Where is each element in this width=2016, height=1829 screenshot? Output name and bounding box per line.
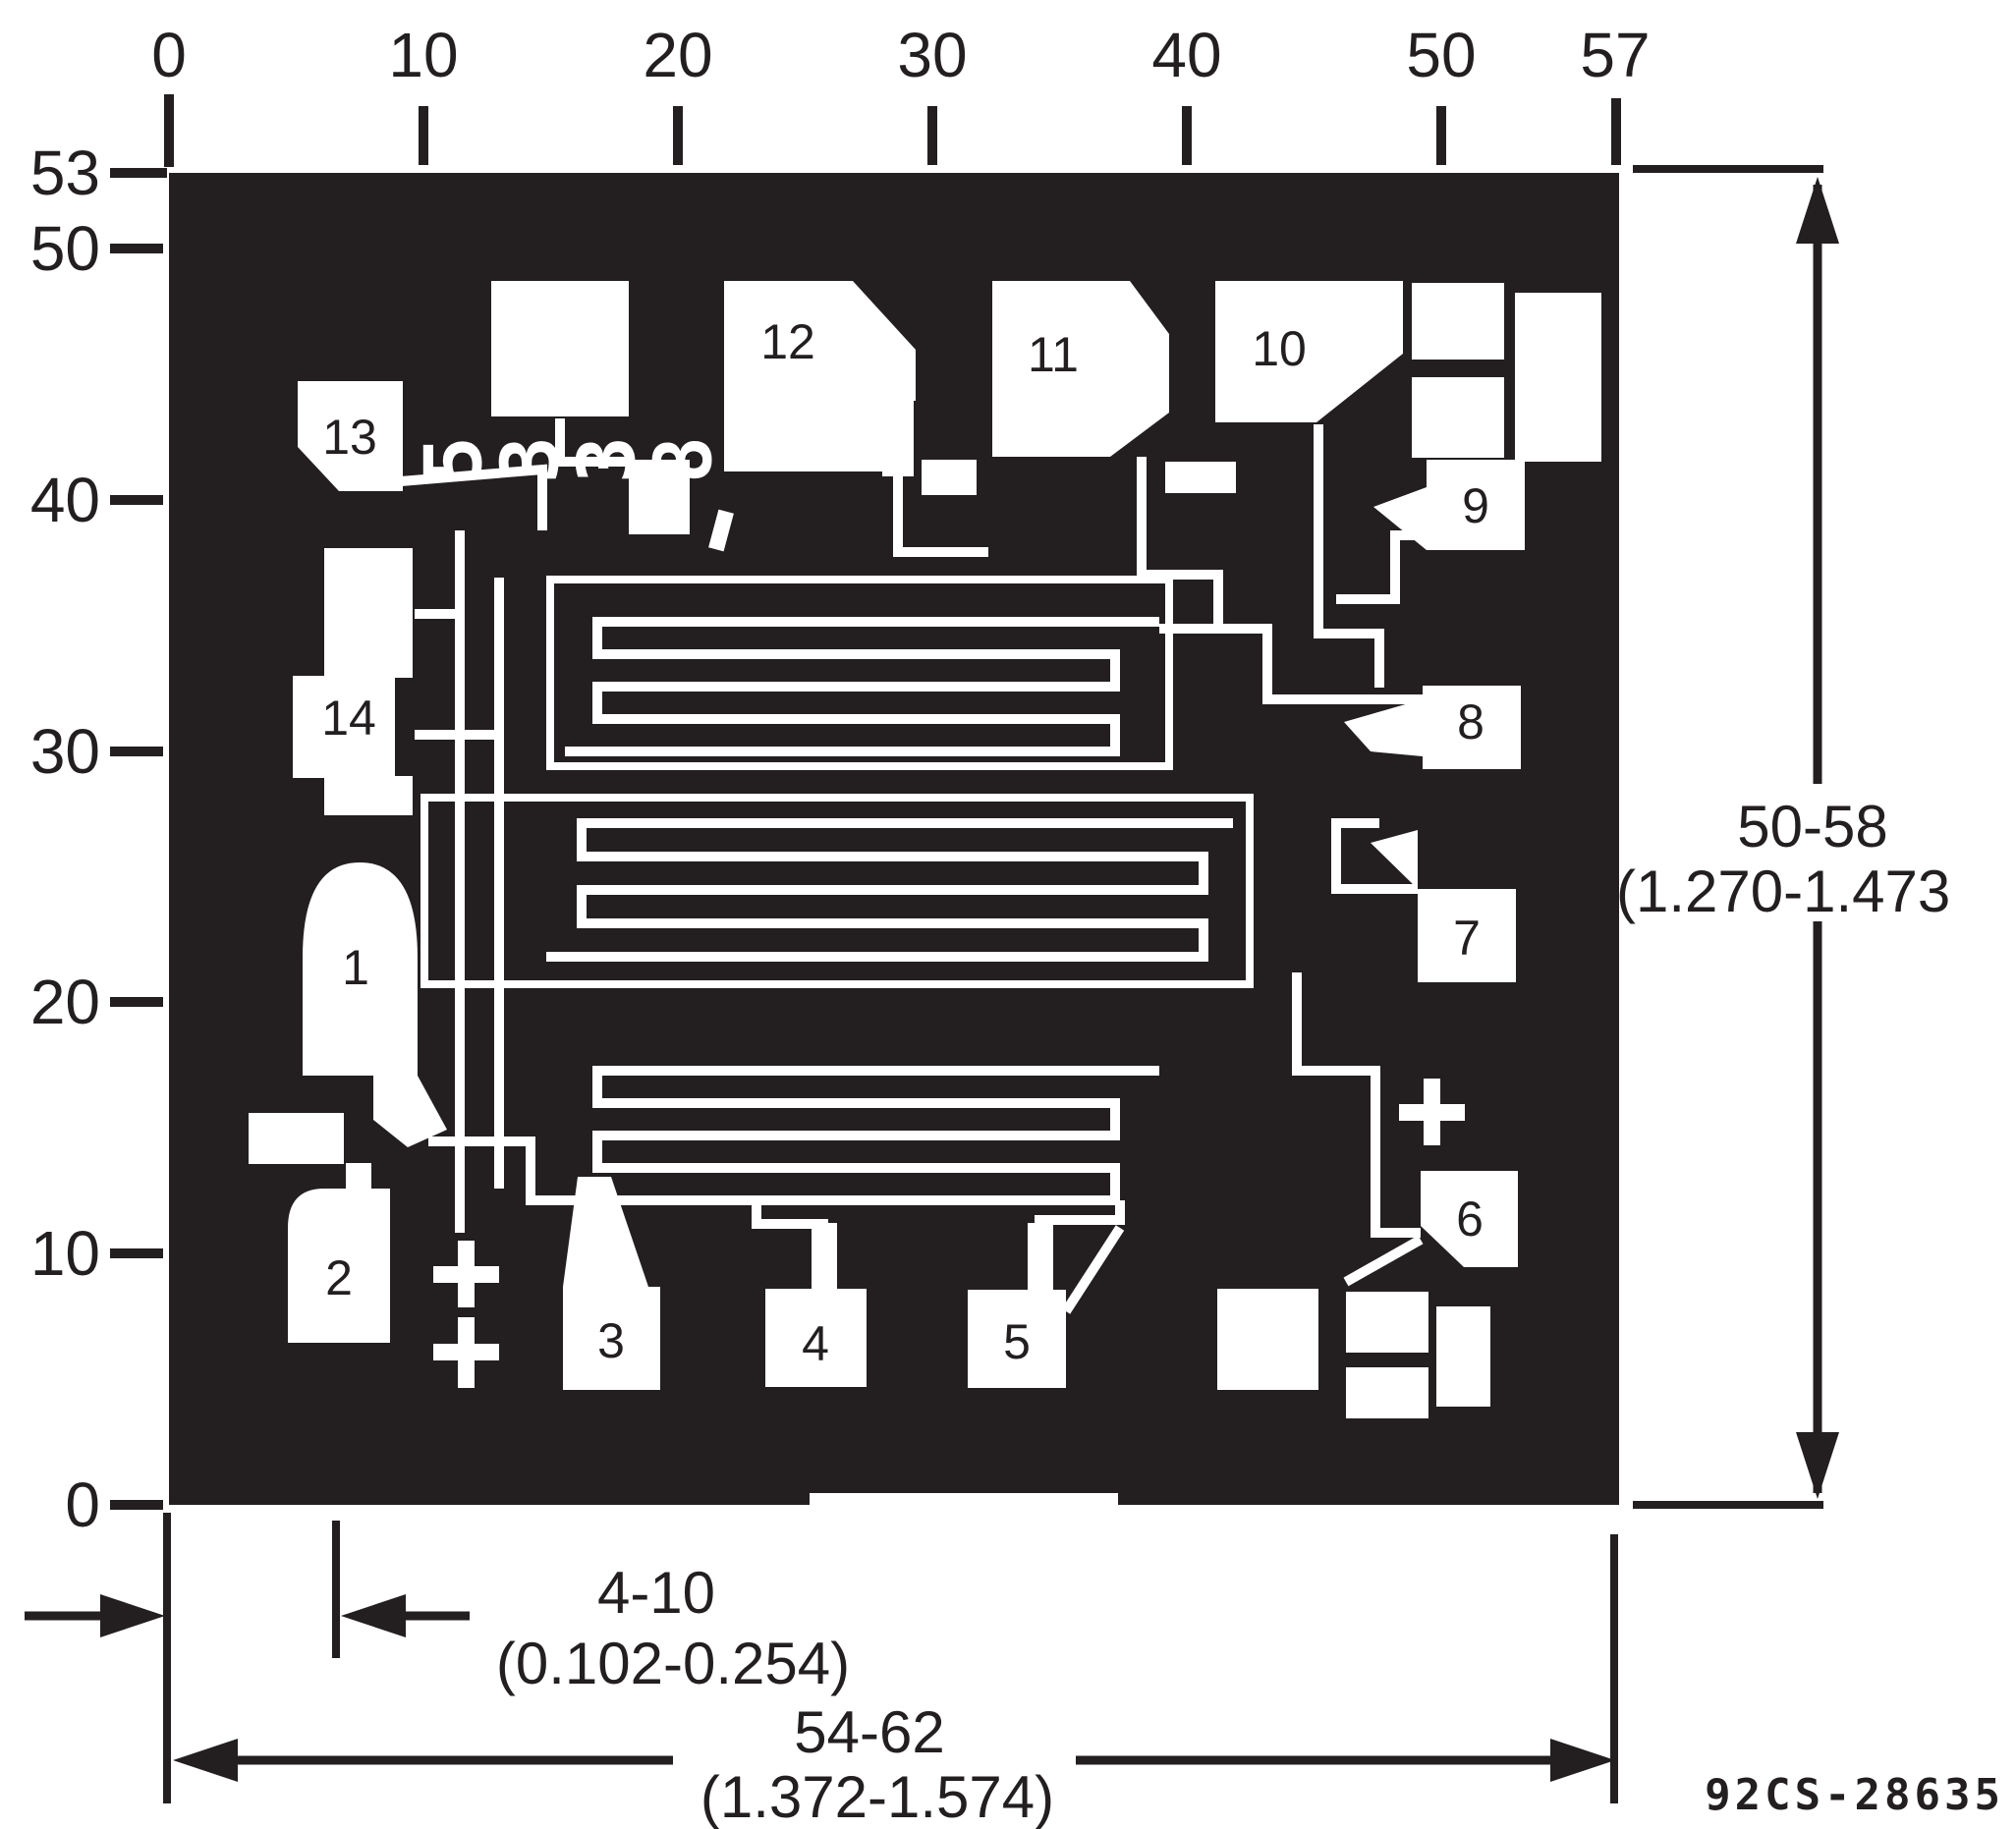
pad-2-number: 2 xyxy=(325,1250,353,1305)
arrow-up-icon xyxy=(1796,177,1839,244)
alignment-cross xyxy=(433,1241,499,1388)
top-ruler-label-50: 50 xyxy=(1406,20,1476,90)
pad-10 xyxy=(1215,281,1403,422)
left-ruler-label-30: 30 xyxy=(30,716,100,787)
top-ruler-label-57: 57 xyxy=(1580,20,1650,90)
die: 5 3 3 8 13 14 1 2 xyxy=(169,173,1619,1505)
left-ruler: 53 50 40 30 20 10 0 xyxy=(30,138,167,1540)
pad-7-flag xyxy=(1371,830,1418,889)
pad-square xyxy=(1346,1367,1428,1418)
pad-6-number: 6 xyxy=(1456,1192,1484,1247)
pad-11-number: 11 xyxy=(1028,327,1079,382)
left-ruler-label-50: 50 xyxy=(30,213,100,284)
trace-block xyxy=(629,460,690,534)
trace-block xyxy=(810,1493,1118,1505)
left-ruler-label-0: 0 xyxy=(65,1469,100,1540)
die-marking-tick xyxy=(708,509,734,552)
pad-2 xyxy=(288,1189,390,1343)
die-marking: 5 3 3 8 xyxy=(409,436,734,552)
pad-12-stem xyxy=(882,393,914,476)
dimension-pad-offset: 4-10 (0.102-0.254) xyxy=(25,1513,850,1803)
pad-7 xyxy=(1418,889,1516,982)
pad-square xyxy=(491,281,629,416)
left-ruler-label-20: 20 xyxy=(30,967,100,1037)
dimension-horizontal: 54-62 (1.372-1.574) xyxy=(173,1534,1618,1829)
pad-3-number: 3 xyxy=(597,1313,625,1368)
trace-block xyxy=(1165,462,1236,493)
pad-6 xyxy=(1421,1171,1518,1267)
pad-square xyxy=(1346,1292,1428,1353)
pad-10-number: 10 xyxy=(1252,321,1307,376)
pad-8-funnel xyxy=(1344,699,1423,756)
pad-2-stem xyxy=(346,1163,371,1192)
pad-9-number: 9 xyxy=(1462,478,1489,533)
pad-11 xyxy=(992,281,1169,457)
dimension-pad-offset-inches: (0.102-0.254) xyxy=(496,1631,850,1696)
top-ruler-label-40: 40 xyxy=(1151,20,1221,90)
pad-8 xyxy=(1423,686,1521,769)
die-marking-char: 3 xyxy=(485,436,577,483)
pad-square xyxy=(1412,377,1504,458)
top-ruler: 0 10 20 30 40 50 57 xyxy=(151,20,1651,167)
pad-square xyxy=(1412,283,1504,360)
dimension-vertical-inches: (1.270-1.473 xyxy=(1616,859,1950,924)
pad-square xyxy=(1217,1289,1318,1390)
pad-8-number: 8 xyxy=(1457,694,1484,749)
dimension-horizontal-inches: (1.372-1.574) xyxy=(700,1764,1054,1829)
top-ruler-label-0: 0 xyxy=(151,20,187,90)
pad-square xyxy=(1436,1306,1490,1407)
arrow-left-icon xyxy=(341,1594,406,1637)
top-ruler-label-10: 10 xyxy=(388,20,458,90)
die-trace-pattern xyxy=(400,418,1427,1505)
dimension-vertical-mils: 50-58 xyxy=(1737,794,1887,859)
pad-4 xyxy=(765,1289,867,1387)
die-marking-char: 3 xyxy=(562,436,653,483)
pad-14 xyxy=(293,548,413,815)
pad-5-trace xyxy=(1061,1225,1125,1314)
pad-13 xyxy=(298,381,403,491)
pad-9 xyxy=(1427,460,1525,550)
left-ruler-label-40: 40 xyxy=(30,465,100,535)
arrow-right-icon xyxy=(1550,1739,1615,1782)
pad-bar-left xyxy=(249,1113,344,1164)
alignment-cross xyxy=(1399,1079,1465,1145)
arrow-down-icon xyxy=(1796,1432,1839,1499)
pad-4-number: 4 xyxy=(802,1316,829,1371)
arrow-right-icon xyxy=(100,1594,165,1637)
pad-1-number: 1 xyxy=(342,940,369,995)
pad-14-number: 14 xyxy=(321,691,376,746)
pad-5-stem xyxy=(1028,1223,1053,1292)
pad-4-stem xyxy=(812,1223,837,1292)
die-marking-char: 5 xyxy=(409,436,500,483)
top-ruler-label-30: 30 xyxy=(897,20,967,90)
pad-6-trace xyxy=(1343,1235,1424,1287)
pad-9-flag xyxy=(1373,487,1427,550)
pad-3-body xyxy=(563,1287,660,1390)
dimension-pad-offset-mils: 4-10 xyxy=(597,1560,715,1626)
die-marking-char: 8 xyxy=(639,436,730,483)
dimension-vertical: 50-58 (1.270-1.473 xyxy=(1616,165,1950,1509)
pad-12 xyxy=(724,281,916,471)
pad-5 xyxy=(968,1290,1066,1388)
pad-5-number: 5 xyxy=(1003,1314,1031,1369)
pad-12-number: 12 xyxy=(760,314,815,369)
pad-7-number: 7 xyxy=(1453,911,1481,966)
pad-1-stem xyxy=(373,1076,447,1147)
left-ruler-label-10: 10 xyxy=(30,1218,100,1289)
trace-block xyxy=(922,460,977,495)
left-ruler-label-53: 53 xyxy=(30,138,100,208)
arrow-left-icon xyxy=(173,1739,238,1782)
pad-square xyxy=(1515,293,1601,462)
top-ruler-label-20: 20 xyxy=(643,20,712,90)
dimension-horizontal-mils: 54-62 xyxy=(794,1699,944,1765)
die-pads: 13 14 1 2 xyxy=(249,281,1601,1418)
pad-13-number: 13 xyxy=(322,410,377,465)
pad-1 xyxy=(303,862,418,1076)
drawing-number: 92CS-28635 xyxy=(1705,1770,2004,1820)
